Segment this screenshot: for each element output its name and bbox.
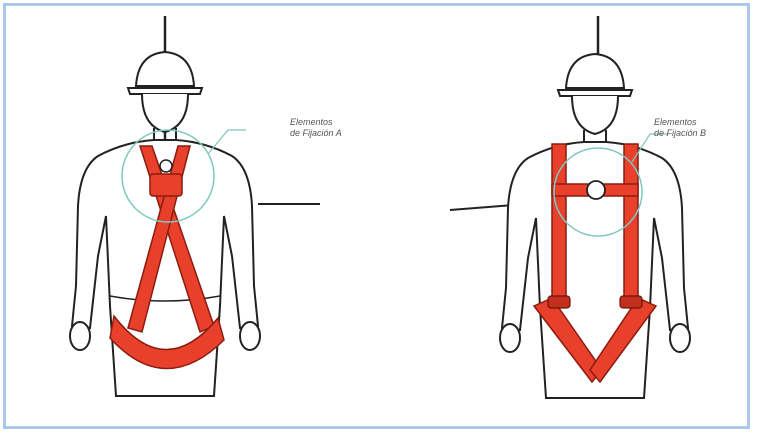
callout-a-line1: Elementos	[290, 117, 342, 128]
harness-figure-a: Elementos de Fijación A	[28, 6, 348, 426]
illustration-frame: Elementos de Fijación A	[3, 3, 750, 429]
right-hand	[240, 322, 260, 350]
hat-brim-b	[558, 90, 632, 96]
hard-hat	[136, 52, 194, 86]
callout-label-a: Elementos de Fijación A	[290, 117, 342, 139]
callout-a-line2: de Fijación A	[290, 128, 342, 139]
harness-figure-b: Elementos de Fijación B	[406, 6, 736, 426]
callout-b-line2: de Fijación B	[654, 128, 706, 139]
d-ring-b	[587, 181, 605, 199]
buckle-left-b	[548, 296, 570, 308]
head	[142, 94, 188, 132]
hat-brim	[128, 88, 202, 94]
d-ring-a	[160, 160, 172, 172]
hard-hat-b	[566, 54, 624, 88]
callout-label-b: Elementos de Fijación B	[654, 117, 706, 139]
harness-strap-left-b	[552, 144, 566, 306]
buckle-right-b	[620, 296, 642, 308]
right-hand-b	[670, 324, 690, 352]
worker-b-illustration	[406, 6, 736, 426]
attachment-pad-a	[150, 174, 182, 196]
left-hand-b	[500, 324, 520, 352]
head-b	[572, 96, 618, 134]
callout-b-line1: Elementos	[654, 117, 706, 128]
left-hand	[70, 322, 90, 350]
worker-a-illustration	[28, 6, 348, 426]
